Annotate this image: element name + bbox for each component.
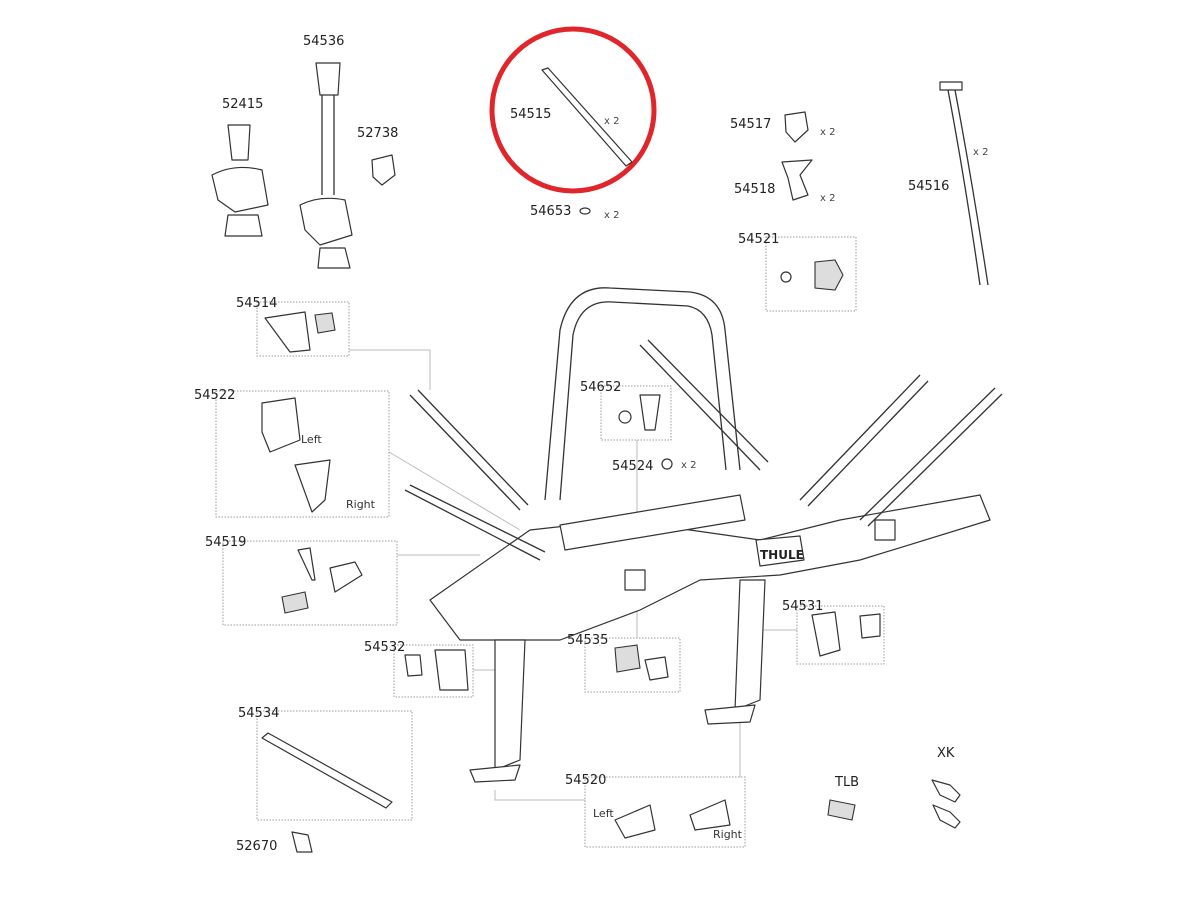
part-label-54515: 54515 bbox=[510, 107, 551, 122]
thule-logo: THULE bbox=[760, 548, 804, 562]
part-label-54514: 54514 bbox=[236, 296, 277, 311]
part-label-52738: 52738 bbox=[357, 126, 398, 141]
side-right-54520: Right bbox=[713, 828, 743, 841]
side-left-54522: Left bbox=[301, 433, 322, 446]
group-boxes bbox=[215, 236, 885, 848]
side-left-54520: Left bbox=[593, 807, 614, 820]
side-right-54522: Right bbox=[346, 498, 376, 511]
part-label-54532: 54532 bbox=[364, 640, 405, 655]
part-label-54535: 54535 bbox=[567, 633, 608, 648]
qty-54516: x 2 bbox=[973, 147, 988, 158]
part-label-54531: 54531 bbox=[782, 599, 823, 614]
part-label-54522: 54522 bbox=[194, 388, 235, 403]
qty-54517: x 2 bbox=[820, 127, 835, 138]
part-label-52415: 52415 bbox=[222, 97, 263, 112]
part-label-54518: 54518 bbox=[734, 182, 775, 197]
qty-54653: x 2 bbox=[604, 210, 619, 221]
part-label-54521: 54521 bbox=[738, 232, 779, 247]
part-label-tlb: TLB bbox=[834, 775, 859, 790]
part-label-54653: 54653 bbox=[530, 204, 571, 219]
part-label-54516: 54516 bbox=[908, 179, 949, 194]
part-label-54520: 54520 bbox=[565, 773, 606, 788]
qty-54515: x 2 bbox=[604, 116, 619, 127]
part-label-54536: 54536 bbox=[303, 34, 344, 49]
part-label-54524: 54524 bbox=[612, 459, 653, 474]
part-label-54519: 54519 bbox=[205, 535, 246, 550]
highlight-circle bbox=[489, 26, 657, 194]
qty-54524: x 2 bbox=[681, 460, 696, 471]
part-label-54652: 54652 bbox=[580, 380, 621, 395]
part-labels: 54536 52415 52738 54515 x 2 54653 x 2 54… bbox=[194, 34, 988, 854]
part-drawings bbox=[211, 62, 989, 853]
part-label-54517: 54517 bbox=[730, 117, 771, 132]
qty-54518: x 2 bbox=[820, 193, 835, 204]
part-label-52670: 52670 bbox=[236, 839, 277, 854]
part-label-54534: 54534 bbox=[238, 706, 279, 721]
bike-carrier-frame: THULE bbox=[404, 287, 1003, 783]
part-label-xk: XK bbox=[937, 746, 955, 761]
